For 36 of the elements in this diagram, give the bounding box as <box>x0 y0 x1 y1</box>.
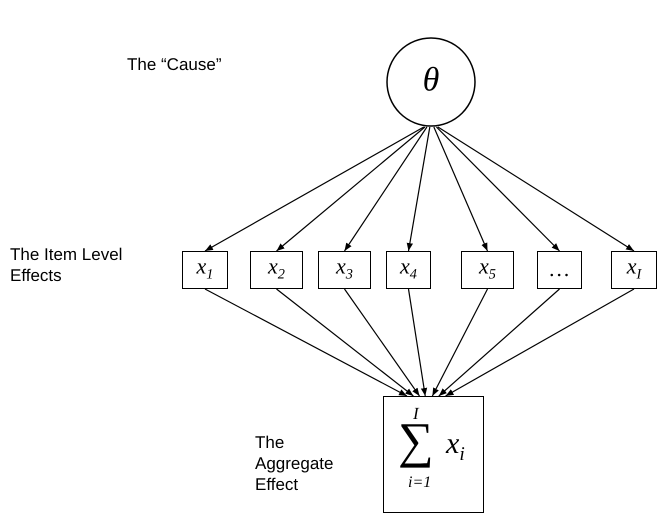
level-label: The Item Level Effects <box>10 244 124 286</box>
item-label: x$_{2}$ <box>268 256 285 282</box>
arrow <box>204 126 424 252</box>
item-box <box>182 251 228 289</box>
item-label: x$_{3}$ <box>336 256 353 282</box>
arrow <box>436 126 560 252</box>
arrow <box>438 288 560 396</box>
item-box <box>461 251 514 289</box>
arrow <box>438 126 634 252</box>
item-label: x$_{I}$ <box>626 256 642 282</box>
arrow <box>344 126 428 252</box>
item-box <box>537 251 582 289</box>
aggregate-box <box>383 396 484 513</box>
item-box <box>386 251 431 289</box>
arrow <box>406 126 430 252</box>
level-label: The Aggregate Effect <box>255 432 334 495</box>
arrow <box>344 288 420 396</box>
item-label: x$_{5}$ <box>479 256 496 282</box>
item-box <box>318 251 371 289</box>
arrow <box>445 288 634 397</box>
theta-symbol: θ <box>422 63 440 98</box>
arrow <box>276 288 414 396</box>
summand: x$_{i}$ <box>446 429 465 464</box>
lower-limit: i=1 <box>408 475 432 491</box>
item-label: x$_{4}$ <box>400 256 417 282</box>
arrow <box>408 288 428 396</box>
latent-variable-circle <box>386 37 476 127</box>
level-label: The “Cause” <box>127 54 222 75</box>
arrow <box>432 288 488 396</box>
item-label: x$_{1}$ <box>196 256 214 282</box>
item-label: … <box>550 258 570 280</box>
item-box <box>250 251 303 289</box>
arrow <box>204 288 408 397</box>
arrow <box>433 126 488 252</box>
arrow <box>276 126 426 252</box>
item-box <box>611 251 657 289</box>
